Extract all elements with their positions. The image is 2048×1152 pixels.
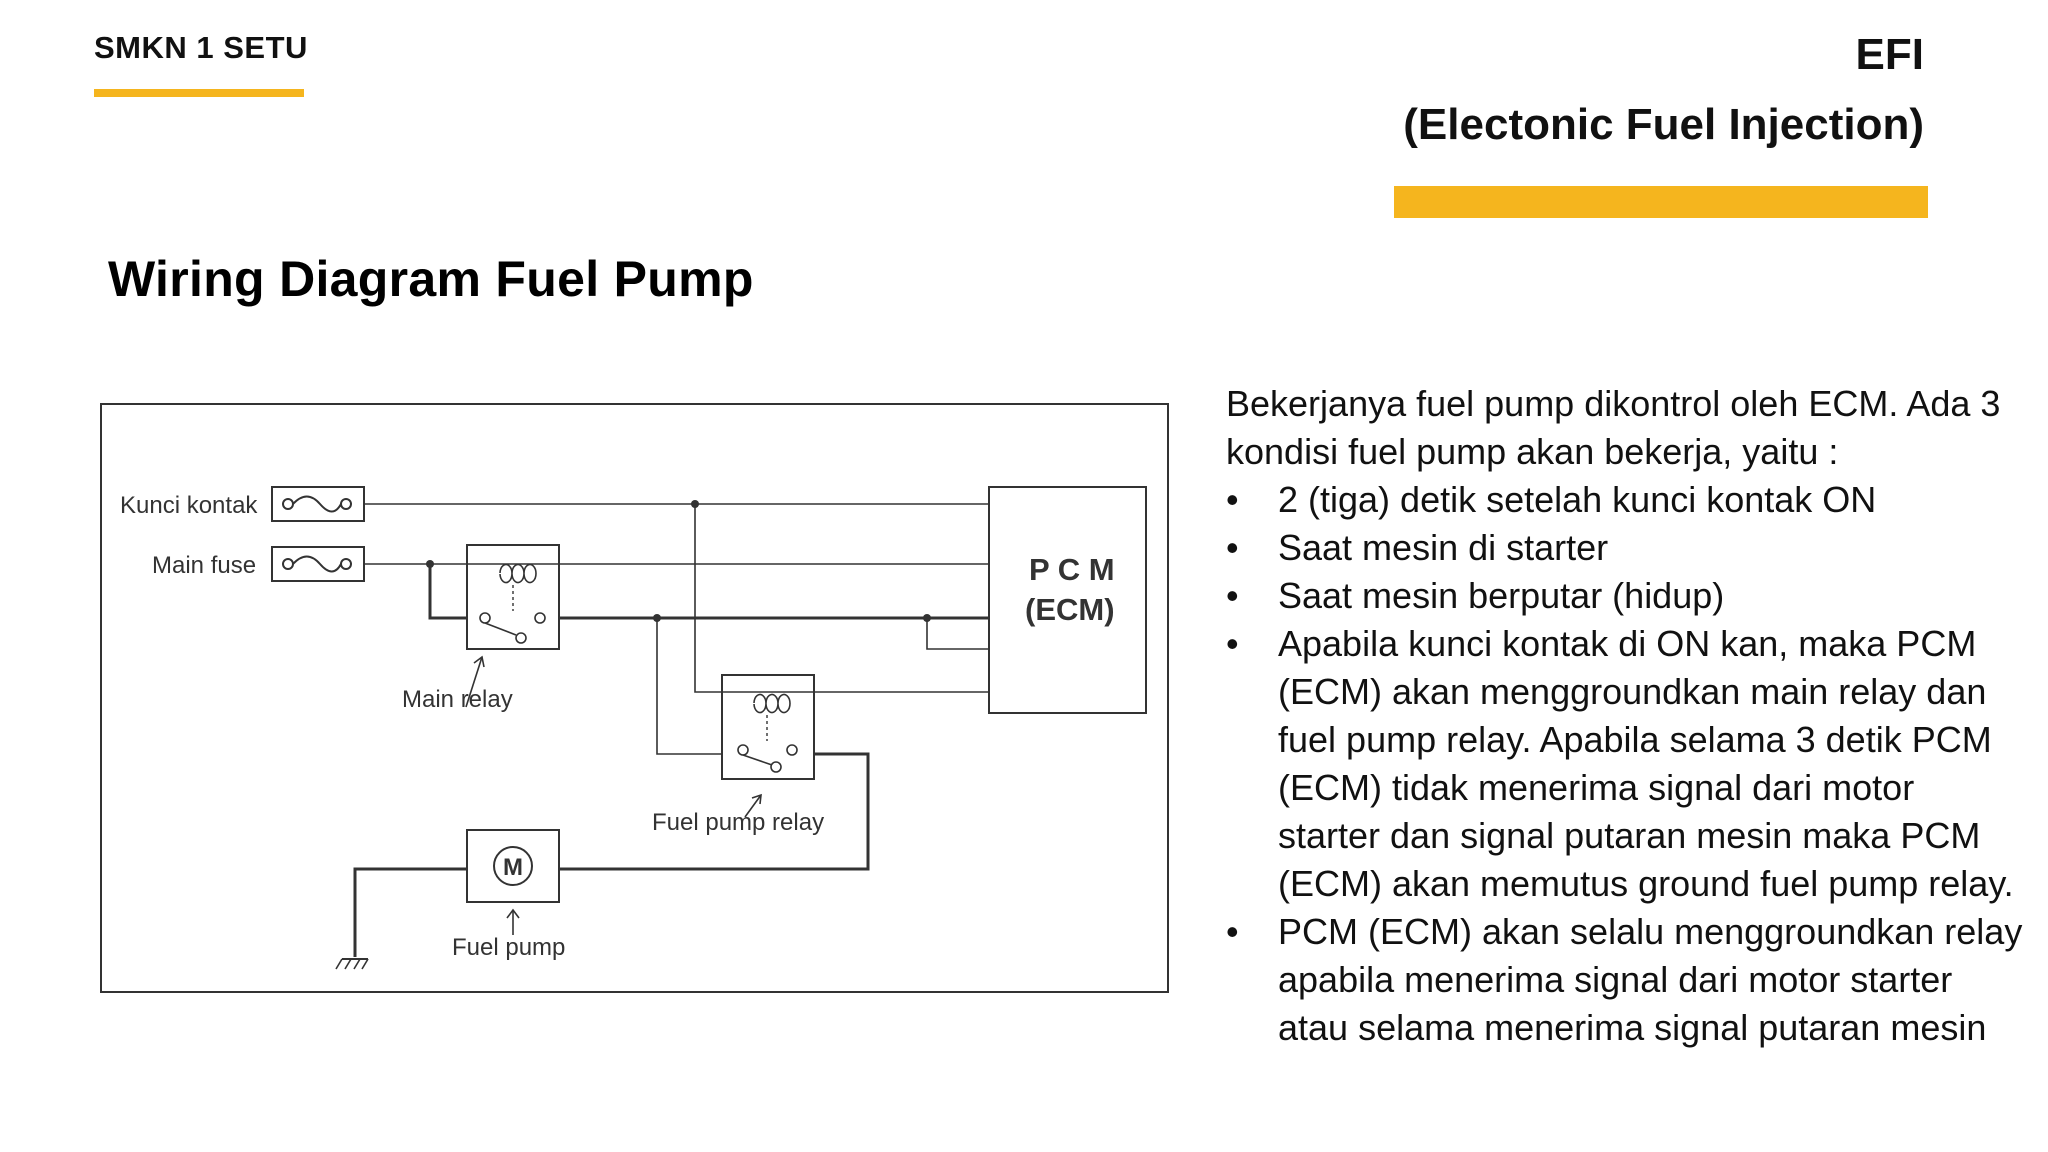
bullet-icon: •: [1226, 623, 1239, 664]
motor-symbol: [493, 846, 533, 886]
topic-title: EFI: [1855, 30, 1924, 79]
topic-subtitle: (Electonic Fuel Injection): [1403, 100, 1924, 149]
wiring-diagram: Kunci kontak Main fuse P C M (ECM) Main …: [100, 403, 1169, 993]
bullet-icon: •: [1226, 479, 1239, 520]
label-fuel-pump-relay: Fuel pump relay: [652, 809, 824, 836]
main-relay-box: [466, 544, 560, 650]
label-ignition: Kunci kontak: [120, 492, 258, 519]
fuel-pump-box: [466, 829, 560, 903]
header-accent-bar-right: [1394, 186, 1928, 218]
list-item: •Apabila kunci kontak di ON kan, maka PC…: [1226, 620, 2026, 908]
label-fuel-pump: Fuel pump: [452, 934, 565, 961]
pump-power-wire: [559, 752, 870, 871]
list-item: •2 (tiga) detik setelah kunci kontak ON: [1226, 476, 2026, 524]
header-accent-bar-left: [94, 89, 304, 97]
list-item: •Saat mesin di starter: [1226, 524, 2026, 572]
label-main-relay: Main relay: [402, 686, 513, 713]
school-name: SMKN 1 SETU: [94, 30, 308, 65]
label-motor: M: [503, 854, 523, 881]
list-item: •Saat mesin berputar (hidup): [1226, 572, 2026, 620]
bullet-icon: •: [1226, 575, 1239, 616]
pcm-box: [988, 486, 1147, 714]
description-intro: Bekerjanya fuel pump dikontrol oleh ECM.…: [1226, 383, 2001, 472]
description-block: Bekerjanya fuel pump dikontrol oleh ECM.…: [1226, 380, 2026, 1052]
section-title: Wiring Diagram Fuel Pump: [108, 251, 754, 307]
fuel-pump-relay-box: [721, 674, 815, 780]
condition-list: •2 (tiga) detik setelah kunci kontak ON …: [1226, 476, 2026, 1052]
label-ecm: (ECM): [1025, 592, 1115, 627]
ground-wire: [353, 867, 467, 957]
wiring-diagram-svg: Kunci kontak Main fuse P C M (ECM) Main …: [120, 486, 1147, 970]
bullet-icon: •: [1226, 527, 1239, 568]
bullet-icon: •: [1226, 911, 1239, 952]
label-main-fuse: Main fuse: [152, 552, 256, 579]
list-item: •PCM (ECM) akan selalu menggroundkan rel…: [1226, 908, 2026, 1052]
label-pcm: P C M: [1029, 552, 1115, 587]
